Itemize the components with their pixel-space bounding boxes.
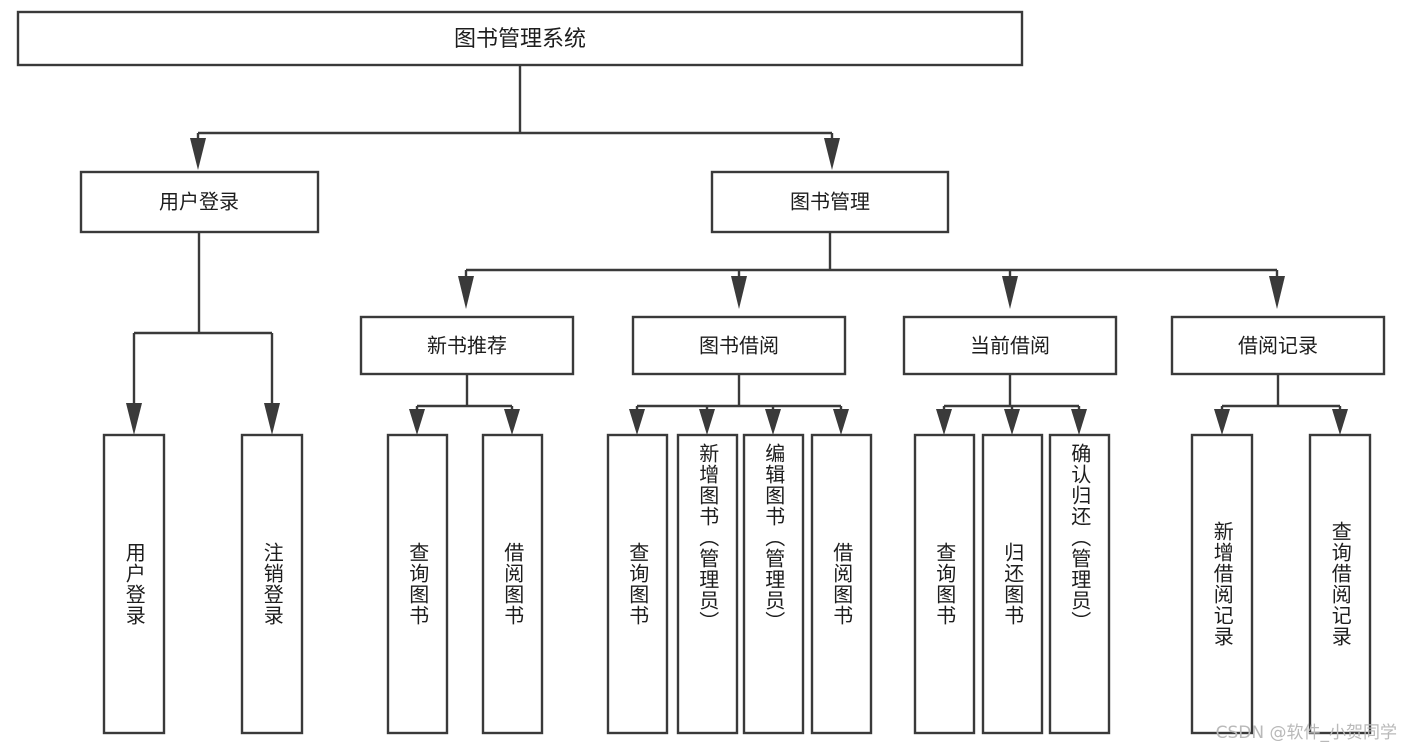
arrow-head-user-login [190,138,206,170]
arrow-head-current-borrow [1002,276,1018,309]
arrow-head-leaf-confirm-return [1071,409,1087,435]
leaf-box-query-book-3[interactable] [913,433,976,735]
arrow-head-leaf-borrow-book-1 [504,409,520,435]
leaf-box-add-book[interactable] [676,433,739,735]
leaf-box-add-borrow-record[interactable] [1190,433,1254,735]
arrow-head-book-borrow [731,276,747,309]
node-book-borrow-label: 图书借阅 [699,334,779,358]
node-book-borrow-box[interactable] [631,315,847,376]
node-root-box[interactable] [16,10,1024,67]
arrow-head-borrow-record [1269,276,1285,309]
node-borrow-record-box[interactable] [1170,315,1386,376]
arrow-head-leaf-query-book-3 [936,409,952,435]
arrow-head-new-book-recommend [458,276,474,309]
node-book-management-box[interactable] [710,170,950,234]
node-borrow-record-label: 借阅记录 [1238,334,1318,358]
arrow-head-leaf-query-borrow-record [1332,409,1348,435]
leaf-box-edit-book[interactable] [742,433,805,735]
arrow-head-leaf-query-book-1 [409,409,425,435]
arrow-head-leaf-logout-login [264,403,280,435]
arrow-head-book-management [824,138,840,170]
leaf-box-borrow-book-2[interactable] [810,433,873,735]
arrow-head-leaf-edit-book [765,409,781,435]
leaf-box-logout-login[interactable] [240,433,304,735]
arrow-head-leaf-query-book-2 [629,409,645,435]
node-root-label: 图书管理系统 [454,27,586,52]
leaf-box-borrow-book-1[interactable] [481,433,544,735]
arrow-head-leaf-add-borrow-record [1214,409,1230,435]
arrow-head-leaf-user-login [126,403,142,435]
arrow-head-leaf-return-book [1004,409,1020,435]
node-current-borrow-label: 当前借阅 [970,334,1050,358]
node-book-management-label: 图书管理 [790,190,870,214]
leaf-box-query-book-2[interactable] [606,433,669,735]
leaf-box-return-book[interactable] [981,433,1044,735]
leaf-box-query-borrow-record[interactable] [1308,433,1372,735]
node-new-book-recommend-box[interactable] [359,315,575,376]
leaf-box-query-book-1[interactable] [386,433,449,735]
leaf-box-user-login[interactable] [102,433,166,735]
node-current-borrow-box[interactable] [902,315,1118,376]
arrow-head-leaf-borrow-book-2 [833,409,849,435]
node-user-login-label: 用户登录 [159,190,239,214]
leaf-box-confirm-return[interactable] [1048,433,1111,735]
arrow-head-leaf-add-book [699,409,715,435]
node-new-book-recommend-label: 新书推荐 [427,334,507,358]
